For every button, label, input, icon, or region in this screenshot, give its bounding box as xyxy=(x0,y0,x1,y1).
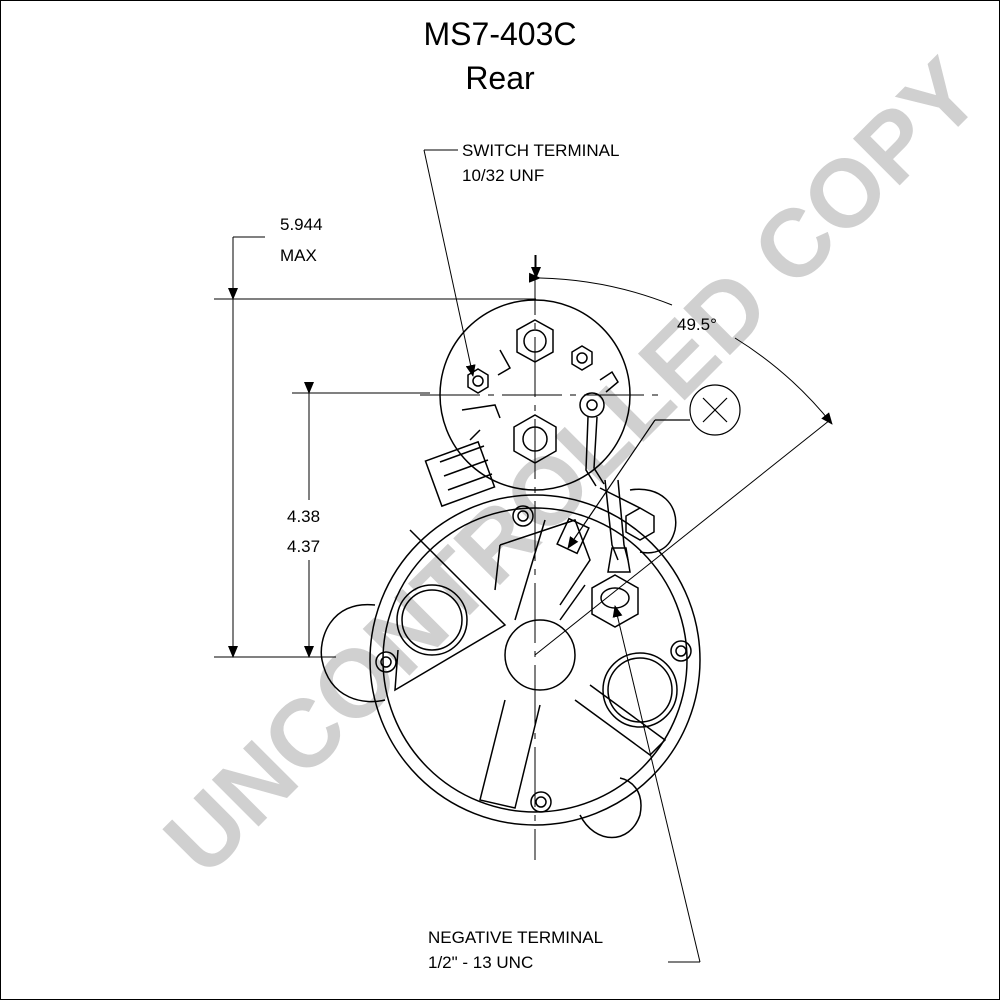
mounting-lug-left xyxy=(320,603,386,703)
mount-hole-right xyxy=(602,652,678,728)
switch-terminal-thread: 10/32 UNF xyxy=(462,166,544,185)
dimension-center-height xyxy=(292,382,430,658)
solenoid-mount-bolt xyxy=(424,440,496,508)
ring-terminal xyxy=(579,392,605,418)
switch-terminal-nut xyxy=(467,368,489,394)
center-height-upper: 4.38 xyxy=(287,507,320,526)
starter-outline xyxy=(320,299,701,839)
center-height-lower: 4.37 xyxy=(287,537,320,556)
mounting-lug-top-right xyxy=(629,488,677,554)
overall-height-value: 5.944 xyxy=(280,215,323,234)
view-subtitle: Rear xyxy=(465,60,535,96)
angle-value: 49.5° xyxy=(677,315,717,334)
negative-terminal-name: NEGATIVE TERMINAL xyxy=(428,928,603,947)
watermark: UNCONTROLLED COPY xyxy=(144,39,1000,895)
negative-terminal-leader xyxy=(612,605,701,963)
part-number-title: MS7-403C xyxy=(423,16,577,52)
mount-hole-left xyxy=(396,584,468,656)
center-lines xyxy=(420,255,831,860)
dimension-angle xyxy=(528,255,833,425)
negative-terminal-nut xyxy=(591,574,639,628)
overall-height-label: MAX xyxy=(280,246,317,265)
switch-terminal-name: SWITCH TERMINAL xyxy=(462,141,619,160)
mounting-lug-bottom xyxy=(579,777,642,839)
dimension-overall-height xyxy=(214,236,536,658)
negative-terminal-thread: 1/2" - 13 UNC xyxy=(428,953,533,972)
switch-terminal-leader xyxy=(423,149,476,377)
motor-housing xyxy=(369,494,701,826)
aux-terminal-nut xyxy=(571,345,593,371)
circle-x-symbol xyxy=(567,384,741,549)
